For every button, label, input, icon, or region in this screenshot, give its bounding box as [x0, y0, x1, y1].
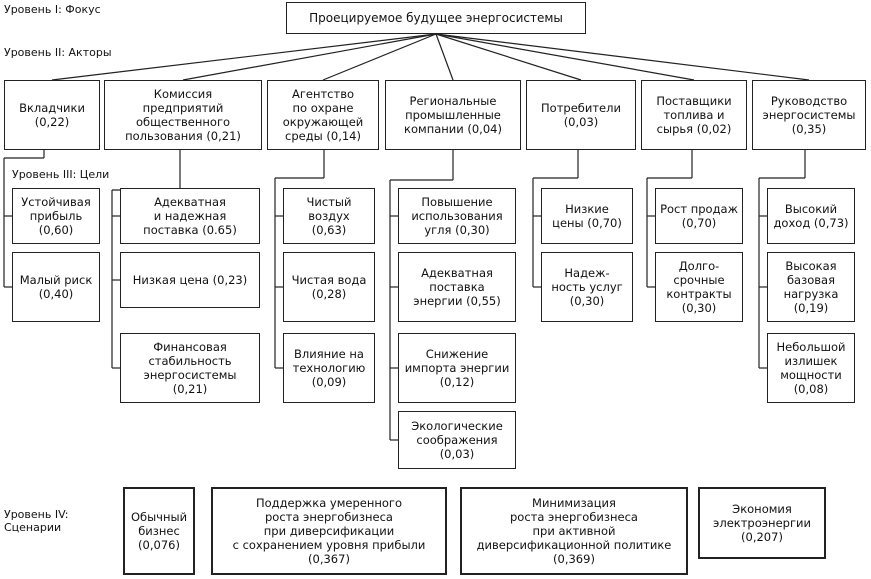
scenario-moderate-growth: Поддержка умеренного роста энергобизнеса…: [211, 487, 447, 575]
actor-environment-agency: Агентство по охране окружающей среды (0,…: [267, 80, 379, 150]
actor-label: Вкладчики (0,22): [19, 101, 85, 129]
goal-box: Высокая базовая нагрузка (0,19): [767, 252, 855, 322]
scenario-energy-saving: Экономия электроэнергии (0,207): [698, 487, 826, 559]
goal-label: Чистая вода (0,28): [291, 273, 367, 301]
actor-label: Комиссия предприятий общественного польз…: [125, 87, 241, 143]
actor-label: Региональные промышленные компании (0,04…: [404, 94, 502, 136]
connector-line: [435, 33, 454, 81]
goal-label: Низкая цена (0,23): [132, 273, 248, 287]
scenario-label: Минимизация роста энергобизнеса при акти…: [476, 496, 672, 566]
goal-box: Адекватная и надежная поставка (0.65): [120, 188, 260, 244]
connector-line: [435, 33, 582, 81]
scenario-label: Обычный бизнес (0,076): [130, 510, 188, 552]
goal-label: Повышение использования угля (0,30): [411, 195, 503, 237]
goal-box: Долго- срочные контракты (0,30): [655, 252, 743, 322]
actor-label: Руководство энергосистемы (0,35): [762, 94, 856, 136]
level-3-label: Уровень III: Цели: [12, 168, 110, 181]
goal-label: Устойчивая прибыль (0,60): [21, 195, 91, 237]
goal-label: Чистый воздух (0,63): [306, 195, 352, 237]
goal-box: Экологические соображения (0,03): [398, 411, 516, 469]
actor-label: Потребители (0,03): [541, 101, 621, 129]
focus-text: Проецируемое будущее энергосистемы: [309, 11, 563, 25]
goal-box: Низкие цены (0,70): [541, 188, 633, 244]
goal-label: Влияние на технологию (0,09): [292, 347, 366, 389]
connector-line: [322, 33, 437, 81]
focus-box: Проецируемое будущее энергосистемы: [286, 2, 586, 34]
goal-label: Рост продаж (0,70): [660, 202, 738, 230]
connector-line: [182, 33, 437, 81]
scenario-minimized-growth: Минимизация роста энергобизнеса при акти…: [460, 487, 688, 575]
connector-line: [51, 33, 437, 81]
goal-box: Рост продаж (0,70): [655, 188, 743, 244]
goal-label: Надеж- ность услуг (0,30): [551, 266, 623, 308]
scenario-label: Поддержка умеренного роста энергобизнеса…: [232, 496, 426, 566]
goal-label: Снижение импорта энергии (0,12): [404, 347, 510, 389]
actor-label: Поставщики топлива и сырья (0,02): [656, 94, 732, 136]
actor-label: Агентство по охране окружающей среды (0,…: [282, 87, 364, 143]
goal-box: Малый риск (0,40): [12, 252, 100, 322]
goal-box: Повышение использования угля (0,30): [398, 188, 516, 244]
actor-fuel-suppliers: Поставщики топлива и сырья (0,02): [641, 80, 747, 150]
level-1-label: Уровень I: Фокус: [4, 3, 101, 16]
goal-box: Чистая вода (0,28): [283, 252, 375, 322]
goal-box: Адекватная поставка энергии (0,55): [398, 252, 516, 322]
goal-box: Влияние на технологию (0,09): [283, 333, 375, 403]
goal-label: Экологические соображения (0,03): [411, 419, 503, 461]
goal-box: Чистый воздух (0,63): [283, 188, 375, 244]
goal-box: Низкая цена (0,23): [120, 252, 260, 308]
goal-box: Финансовая стабильность энергосистемы (0…: [120, 333, 260, 403]
scenario-label: Экономия электроэнергии (0,207): [713, 502, 811, 544]
goal-label: Долго- срочные контракты (0,30): [666, 259, 732, 315]
goal-label: Высокая базовая нагрузка (0,19): [783, 259, 839, 315]
goal-box: Надеж- ность услуг (0,30): [541, 252, 633, 322]
actor-regional-industry: Региональные промышленные компании (0,04…: [385, 80, 521, 150]
connector-line: [435, 33, 695, 81]
goal-box: Небольшой излишек мощности (0,08): [767, 333, 855, 403]
goal-label: Малый риск (0,40): [19, 273, 93, 301]
goal-label: Адекватная поставка энергии (0,55): [413, 266, 501, 308]
connector-line: [435, 33, 810, 81]
goal-label: Адекватная и надежная поставка (0.65): [143, 195, 237, 237]
actor-consumers: Потребители (0,03): [526, 80, 636, 150]
goal-box: Устойчивая прибыль (0,60): [12, 188, 100, 244]
actor-investors: Вкладчики (0,22): [4, 80, 100, 150]
goal-box: Снижение импорта энергии (0,12): [398, 333, 516, 403]
goal-label: Высокий доход (0,73): [773, 202, 849, 230]
goal-label: Небольшой излишек мощности (0,08): [776, 340, 846, 396]
goal-label: Финансовая стабильность энергосистемы (0…: [143, 340, 237, 396]
actor-utility-management: Руководство энергосистемы (0,35): [752, 80, 866, 150]
scenario-business-as-usual: Обычный бизнес (0,076): [123, 487, 195, 575]
actor-utility-commission: Комиссия предприятий общественного польз…: [104, 80, 262, 150]
level-4-label: Уровень IV: Сценарии: [4, 508, 69, 534]
goal-label: Низкие цены (0,70): [552, 202, 622, 230]
goal-box: Высокий доход (0,73): [767, 188, 855, 244]
level-2-label: Уровень II: Акторы: [4, 46, 112, 59]
